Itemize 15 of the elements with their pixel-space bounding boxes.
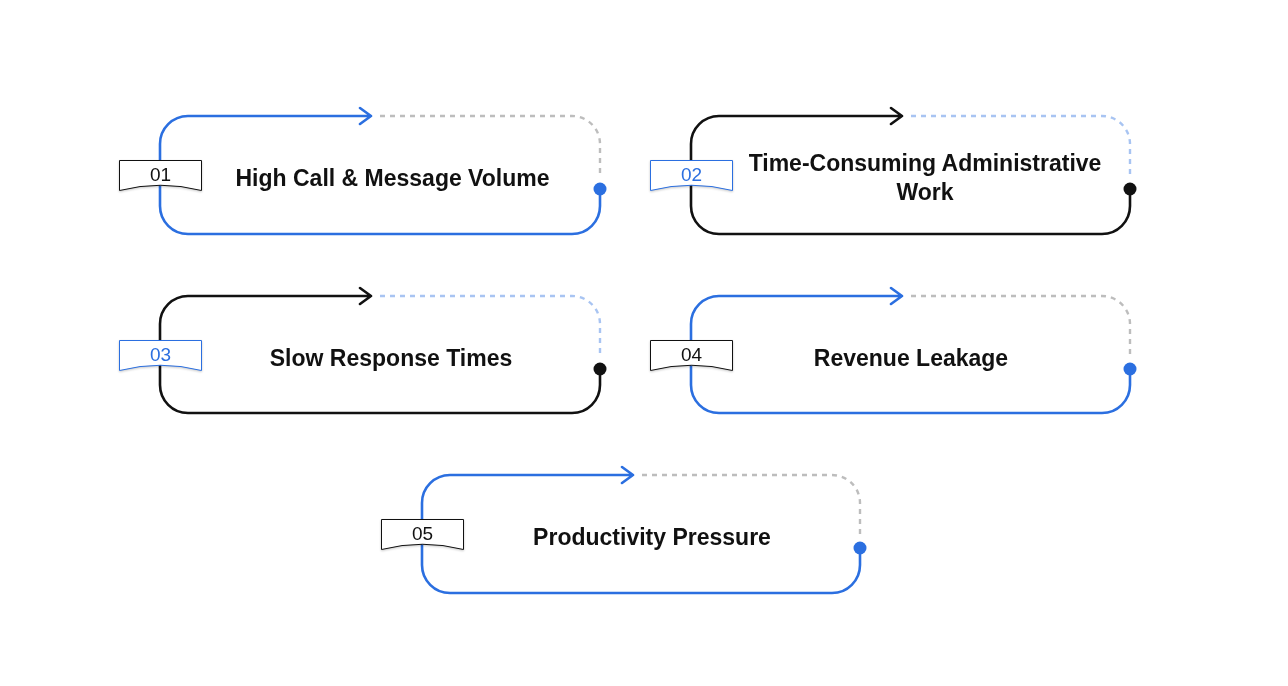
card-title: Revenue Leakage [813,343,1009,373]
card-title: Productivity Pressure [533,522,771,552]
tag-number: 02 [680,163,703,185]
number-tag [119,160,202,191]
card-title: Slow Response Times [269,343,513,373]
card-title: Time-Consuming Administrative Work [747,149,1103,207]
tag-number: 05 [411,522,434,544]
card-title: High Call & Message Volume [235,163,550,193]
tag-number: 01 [149,163,172,185]
number-tag [381,519,464,550]
tag-number: 04 [680,343,703,365]
number-tag [119,340,202,371]
number-tag [650,160,733,191]
number-tag [650,340,733,371]
tag-number: 03 [149,343,172,365]
